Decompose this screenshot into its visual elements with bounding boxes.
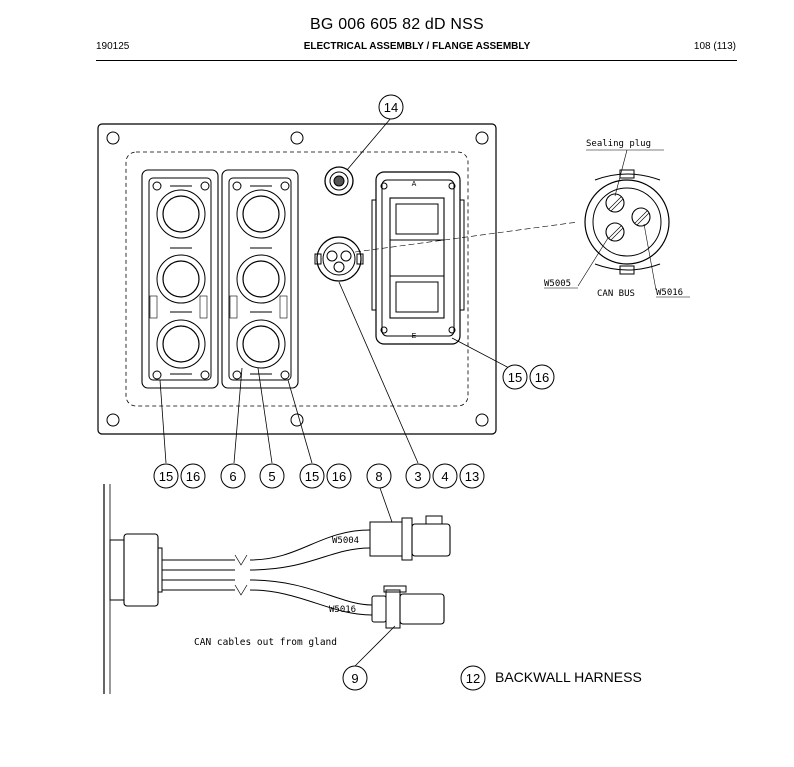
callout-8: 8 [375, 469, 382, 484]
section-title: ELECTRICAL ASSEMBLY / FLANGE ASSEMBLY [303, 41, 531, 52]
callout-15-left: 15 [159, 469, 173, 484]
can-bus-label: CAN BUS [597, 289, 635, 299]
backwall-harness-label: BACKWALL HARNESS [495, 669, 642, 685]
document-number: 190125 [96, 41, 130, 52]
connector-block-left [141, 169, 219, 389]
cable-gland [324, 166, 354, 196]
backwall-harness-drawing [103, 484, 451, 694]
w5004-cable-label: W5004 [332, 536, 359, 546]
callout-4: 4 [441, 469, 448, 484]
connector-label-e: E [412, 333, 417, 340]
flange-plate [97, 123, 497, 435]
callout-14: 14 [384, 100, 398, 115]
callout-5: 5 [268, 469, 275, 484]
callout-9: 9 [351, 671, 358, 686]
callout-3: 3 [414, 469, 421, 484]
callout-15-mid: 15 [305, 469, 319, 484]
page-indicator: 108 (113) [693, 41, 736, 52]
header-rule [96, 60, 737, 61]
callout-15-right: 15 [508, 370, 522, 385]
w5016-detail-label: W5016 [656, 288, 683, 298]
callouts [153, 94, 555, 691]
connector-block-middle [221, 169, 299, 389]
document-title: BG 006 605 82 dD NSS [310, 16, 484, 33]
callout-16-left: 16 [186, 469, 200, 484]
rectangular-connector [371, 171, 465, 345]
callout-6: 6 [229, 469, 236, 484]
callout-16-mid: 16 [332, 469, 346, 484]
callout-12: 12 [466, 671, 480, 686]
w5005-label: W5005 [544, 279, 571, 289]
detail-connector [354, 149, 690, 298]
callout-13: 13 [465, 469, 479, 484]
w5016-cable-label: W5016 [329, 605, 356, 615]
sealing-plug-label: Sealing plug [586, 139, 651, 149]
leader-lines [159, 117, 514, 667]
callout-16-right: 16 [535, 370, 549, 385]
can-cables-note: CAN cables out from gland [194, 637, 337, 648]
connector-label-a: A [412, 181, 417, 188]
can-connector-flange [314, 236, 364, 282]
